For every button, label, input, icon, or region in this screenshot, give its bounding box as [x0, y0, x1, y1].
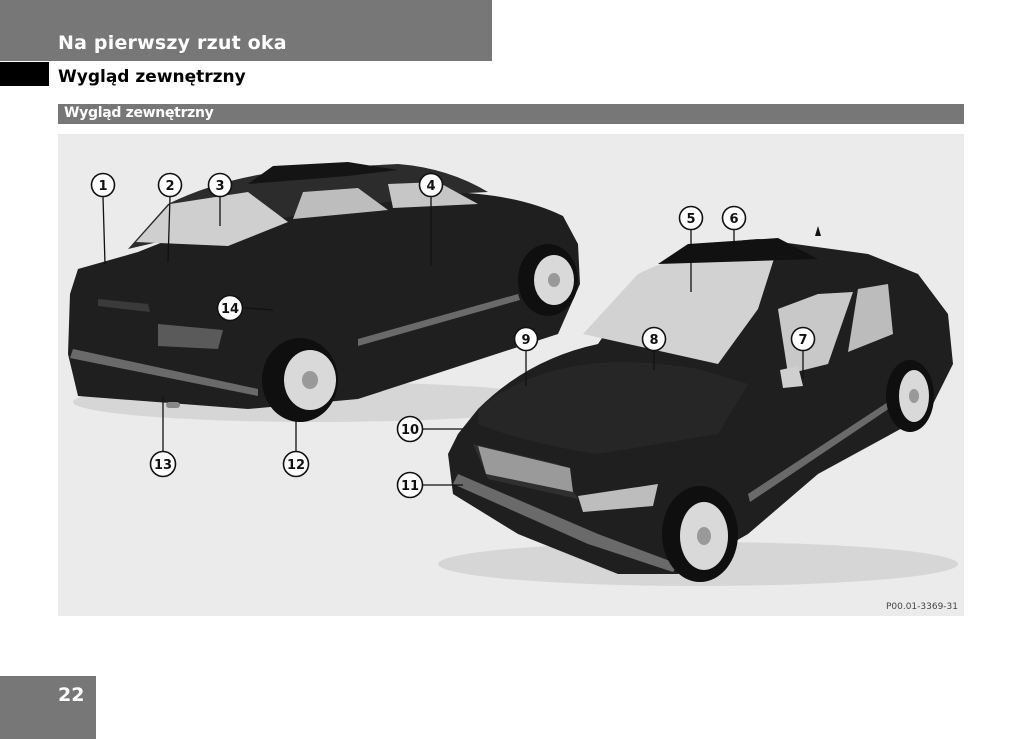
subsection-header-bar: Wygląd zewnętrzny — [58, 104, 964, 124]
svg-text:9: 9 — [521, 333, 530, 348]
section-title: Wygląd zewnętrzny — [58, 67, 246, 87]
callout-2: 2 — [157, 172, 183, 198]
svg-text:7: 7 — [798, 333, 807, 348]
chapter-header-bar: Na pierwszy rzut oka — [0, 0, 492, 61]
svg-text:12: 12 — [287, 458, 305, 473]
svg-text:10: 10 — [401, 423, 419, 438]
svg-text:3: 3 — [215, 179, 224, 194]
svg-text:5: 5 — [686, 212, 695, 227]
car-exterior-figure: 1 2 3 4 5 6 7 8 9 10 11 12 13 14 P00.01-… — [58, 134, 964, 616]
figure-code: P00.01-3369-31 — [885, 602, 958, 612]
callout-14: 14 — [216, 294, 244, 322]
svg-text:14: 14 — [221, 302, 239, 317]
svg-text:2: 2 — [165, 179, 174, 194]
svg-text:8: 8 — [649, 333, 658, 348]
callout-5: 5 — [678, 205, 704, 231]
callout-9: 9 — [513, 326, 539, 352]
leader-lines — [102, 196, 804, 486]
svg-text:6: 6 — [729, 212, 738, 227]
callout-3: 3 — [207, 172, 233, 198]
callout-7: 7 — [790, 326, 816, 352]
section-marker-tab — [0, 62, 49, 86]
callout-12: 12 — [282, 450, 310, 478]
front-view-car — [438, 226, 958, 586]
callout-1: 1 — [90, 172, 116, 198]
svg-text:1: 1 — [98, 179, 107, 194]
callout-10: 10 — [396, 415, 424, 443]
callout-11: 11 — [396, 471, 424, 499]
page-number-box: 22 — [0, 676, 96, 739]
page-number: 22 — [58, 684, 85, 706]
callout-4: 4 — [418, 172, 444, 198]
rear-view-car — [68, 162, 580, 422]
svg-text:11: 11 — [401, 479, 419, 494]
callout-6: 6 — [721, 205, 747, 231]
subsection-title: Wygląd zewnętrzny — [64, 105, 214, 121]
chapter-title: Na pierwszy rzut oka — [58, 32, 287, 54]
car-illustration: 1 2 3 4 5 6 7 8 9 10 11 12 13 14 — [68, 162, 958, 586]
callout-8: 8 — [641, 326, 667, 352]
svg-text:13: 13 — [154, 458, 172, 473]
callout-13: 13 — [149, 450, 177, 478]
svg-text:4: 4 — [426, 179, 435, 194]
